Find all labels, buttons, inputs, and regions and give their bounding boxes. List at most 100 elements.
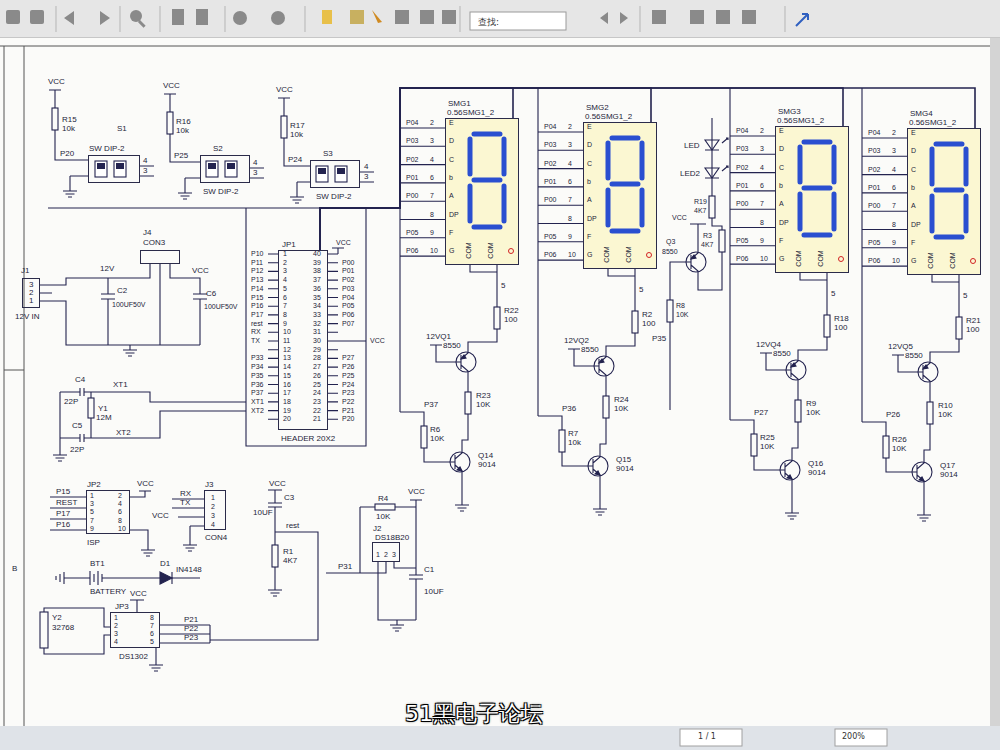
bus-wire <box>320 88 975 250</box>
schematic-label: 8 <box>150 614 154 621</box>
schematic-label: VCC <box>137 480 154 488</box>
schematic-label: R18 <box>834 315 849 323</box>
component-label: J3 <box>205 481 213 489</box>
schematic-label: 9 <box>892 239 896 246</box>
schematic-label: 7 <box>283 302 287 309</box>
schematic-label: 17 <box>283 389 291 396</box>
schematic-label: C5 <box>72 422 82 430</box>
schematic-label: 12V <box>100 265 114 273</box>
schematic-label: A <box>779 200 784 207</box>
schematic-label: 10K <box>430 435 444 443</box>
schematic-label: 10K <box>614 405 628 413</box>
schematic-label: R23 <box>476 392 491 400</box>
bus-wire <box>320 88 651 250</box>
component-label: JP1 <box>282 241 296 249</box>
schematic-label: 9 <box>430 229 434 236</box>
schematic-label: P16 <box>251 302 263 309</box>
component-label: 0.56SMG1_2 <box>777 117 824 125</box>
pin-label: COM <box>487 242 494 258</box>
schematic-label: DP <box>911 221 921 228</box>
schematic-label: LED <box>684 142 700 150</box>
schematic-label: P17 <box>56 510 70 518</box>
schematic-label: G <box>911 257 916 264</box>
schematic-label: P27 <box>754 409 768 417</box>
schematic-label: P20 <box>60 150 74 158</box>
schematic-label: P00 <box>868 202 880 209</box>
schematic-label: 4 <box>430 156 434 163</box>
schematic-label: P31 <box>338 563 352 571</box>
bus-wire <box>320 88 513 250</box>
schematic-label: VCC <box>48 78 65 86</box>
component-label: 0.56SMG1_2 <box>909 119 956 127</box>
schematic-label: 4K7 <box>283 557 297 565</box>
schematic-label: P02 <box>544 160 556 167</box>
schematic-label: 33 <box>313 311 321 318</box>
schematic-label: 32768 <box>52 624 74 632</box>
schematic-label: XT1 <box>113 381 128 389</box>
schematic-label: C4 <box>75 376 85 384</box>
schematic-label: 7 <box>568 196 572 203</box>
schematic-label: 4 <box>211 521 215 528</box>
schematic-label: 6 <box>283 294 287 301</box>
schematic-label: 13 <box>283 354 291 361</box>
schematic-label: 8 <box>118 517 122 524</box>
schematic-label: 3 <box>143 167 147 175</box>
schematic-label: 8 <box>283 311 287 318</box>
schematic-label: R22 <box>504 307 519 315</box>
schematic-label: LED2 <box>680 170 700 178</box>
schematic-label: 4 <box>253 159 257 167</box>
schematic-label: 11 <box>283 337 290 344</box>
pin-label: COM <box>949 252 956 268</box>
schematic-label: 9014 <box>478 461 496 469</box>
schematic-label: 22P <box>64 398 78 406</box>
component-label: SW DIP-2 <box>316 193 352 201</box>
schematic-label: G <box>779 255 784 262</box>
schematic-label: 10UF <box>424 588 444 596</box>
schematic-label: 8 <box>760 219 764 226</box>
schematic-label: P22 <box>184 625 198 633</box>
schematic-label: P20 <box>342 415 354 422</box>
schematic-label: DP <box>449 211 459 218</box>
schematic-label: 10 <box>283 328 291 335</box>
schematic-label: 7 <box>430 192 434 199</box>
schematic-label: VCC <box>130 590 147 598</box>
schematic-label: 2 <box>760 127 764 134</box>
schematic-label: BT1 <box>90 560 105 568</box>
pin-label: COM <box>625 246 632 262</box>
schematic-label: 16 <box>283 381 291 388</box>
schematic-label: P26 <box>342 363 354 370</box>
schematic-label: 22 <box>313 407 321 414</box>
schematic-label: P35 <box>251 372 263 379</box>
schematic-label: Q16 <box>808 460 823 468</box>
schematic-label: R15 <box>62 116 77 124</box>
schematic-label: P02 <box>868 166 880 173</box>
schematic-label: A <box>587 196 592 203</box>
component-label: J4 <box>143 229 151 237</box>
schematic-label: 39 <box>313 259 321 266</box>
schematic-label: P24 <box>288 156 302 164</box>
schematic-label: XT1 <box>251 398 264 405</box>
schematic-label: C <box>779 164 784 171</box>
schematic-label: 1 <box>114 614 118 621</box>
dip-switch: S2SW DIP-2 <box>200 155 250 183</box>
schematic-label: R9 <box>806 400 816 408</box>
schematic-label: VCC <box>192 267 209 275</box>
schematic-label: 8550 <box>773 350 791 358</box>
schematic-label: 10 <box>892 257 900 264</box>
schematic-label: 3 <box>253 169 257 177</box>
schematic-label: 12VQ5 <box>888 343 913 351</box>
schematic-label: IN4148 <box>176 566 202 574</box>
schematic-label: 1 <box>90 492 94 499</box>
schematic-label: P00 <box>736 200 748 207</box>
schematic-label: R4 <box>378 495 388 503</box>
schematic-label: 34 <box>313 302 321 309</box>
schematic-label: F <box>911 239 915 246</box>
schematic-label: F <box>449 229 453 236</box>
schematic-label: 4K7 <box>701 241 713 248</box>
schematic-label: 6 <box>150 630 154 637</box>
schematic-label: TX <box>180 499 190 507</box>
schematic-label: P04 <box>406 119 418 126</box>
schematic-label: P01 <box>736 182 748 189</box>
schematic-label: 5 <box>150 638 154 645</box>
schematic-label: 4K7 <box>694 207 706 214</box>
